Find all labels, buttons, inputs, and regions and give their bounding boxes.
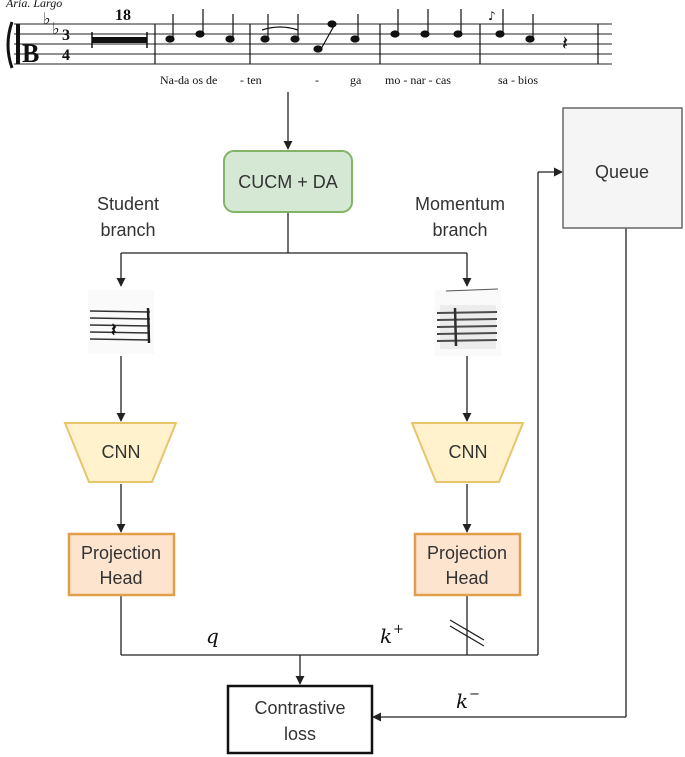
positive-key-label: k <box>380 624 392 648</box>
measure-number: 18 <box>115 7 131 24</box>
loss-line2: loss <box>284 724 316 744</box>
momentum-branch-line2: branch <box>432 220 487 240</box>
svg-text:♭: ♭ <box>52 19 60 38</box>
queue-node: Queue <box>562 107 683 229</box>
queue-label: Queue <box>595 162 649 182</box>
cnn-left-label: CNN <box>102 442 141 462</box>
time-sig-bottom: 4 <box>62 47 70 64</box>
lyric-2: - ten <box>240 73 262 87</box>
lyric-3: - <box>315 73 319 87</box>
svg-text:𝄽: 𝄽 <box>562 31 568 55</box>
svg-text:♪: ♪ <box>488 9 496 23</box>
contrastive-loss-node: Contrastive loss <box>226 684 374 755</box>
query-label-q: q <box>206 624 219 648</box>
time-sig-top: 3 <box>62 27 70 44</box>
student-crop-image: 𝄽 <box>88 290 154 354</box>
projection-head-right: Projection Head <box>413 532 522 597</box>
momentum-branch-line1: Momentum <box>415 194 505 214</box>
cnn-left-node: CNN <box>63 422 178 483</box>
student-branch-line2: branch <box>100 220 155 240</box>
svg-text:𝄽: 𝄽 <box>111 320 117 341</box>
proj-left-line2: Head <box>99 568 142 588</box>
tempo-marking: Aria. Largo <box>5 0 62 10</box>
augmentation-label: CUCM + DA <box>238 172 338 192</box>
momentum-crop-image <box>435 288 501 356</box>
proj-left-line1: Projection <box>81 543 161 563</box>
sheet-music-snippet: Aria. Largo B ♭ ♭ 3 4 18 <box>5 0 612 87</box>
stop-grad-mark-2 <box>449 625 485 647</box>
cnn-right-label: CNN <box>449 442 488 462</box>
positive-key-sup: + <box>393 622 404 637</box>
student-branch-line1: Student <box>97 194 159 214</box>
svg-text:B: B <box>22 39 39 68</box>
lyric-4: ga <box>350 73 362 87</box>
cnn-right-node: CNN <box>410 422 525 483</box>
loss-line1: Contrastive <box>254 698 345 718</box>
stop-grad-mark-1 <box>449 619 485 641</box>
proj-right-line2: Head <box>445 568 488 588</box>
lyric-6: sa - bios <box>498 73 538 87</box>
projection-head-left: Projection Head <box>67 532 176 597</box>
augmentation-node: CUCM + DA <box>223 150 353 213</box>
lyric-1: Na-da os de <box>160 73 217 87</box>
negative-key-label: k <box>456 689 468 713</box>
lyric-5: mo - nar - cas <box>385 73 451 87</box>
proj-right-line1: Projection <box>427 543 507 563</box>
negative-key-sup: − <box>469 687 480 702</box>
svg-text:♭: ♭ <box>43 9 51 28</box>
